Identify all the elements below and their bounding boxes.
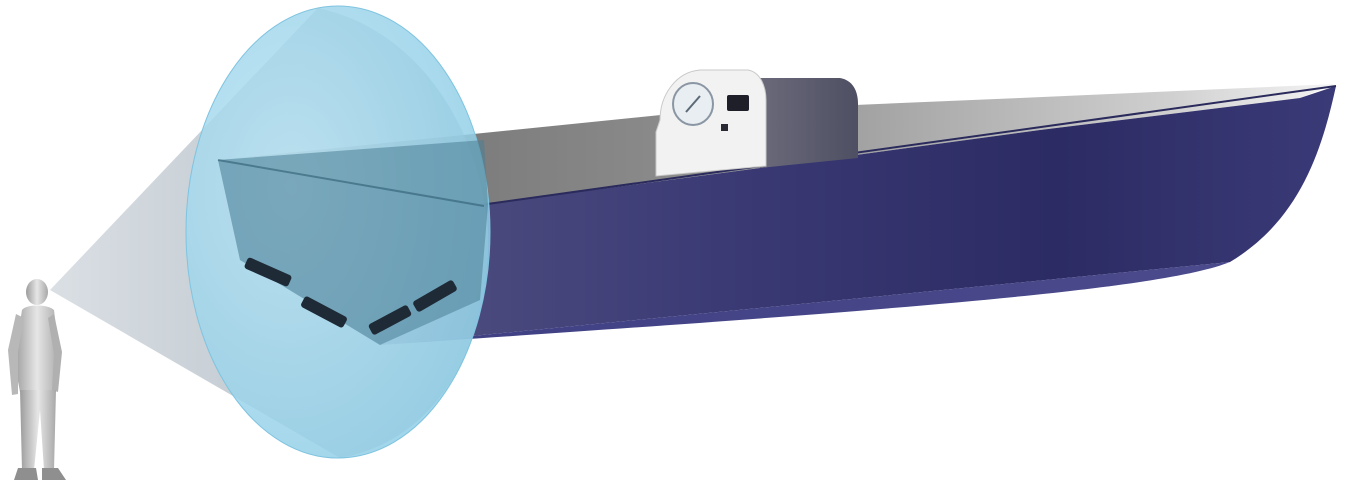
observer-torso [14, 305, 60, 392]
console-display [727, 95, 749, 111]
wheelhouse-console [655, 69, 858, 177]
thruster-3 [368, 305, 412, 335]
observer-head [26, 279, 48, 305]
hull-gunwale-line [479, 85, 1337, 206]
observer-arm-right [48, 314, 62, 392]
observer-feet [14, 468, 66, 480]
console-front-panel [655, 69, 767, 177]
hull-keel [380, 262, 1230, 345]
view-cone [50, 5, 491, 459]
observer-legs [20, 390, 56, 470]
hull-thrusters [244, 257, 457, 335]
console-button [721, 124, 728, 131]
compass-needle [685, 95, 701, 113]
hull-side [218, 86, 1336, 345]
thruster-4 [413, 280, 457, 312]
thruster-2 [301, 296, 347, 328]
hull-through-cone [218, 140, 488, 345]
hull-bow-edge [217, 159, 485, 207]
console-side-panel [745, 78, 858, 168]
thruster-1 [244, 257, 292, 287]
observer-arm-left [8, 314, 24, 395]
human-observer [8, 279, 66, 480]
